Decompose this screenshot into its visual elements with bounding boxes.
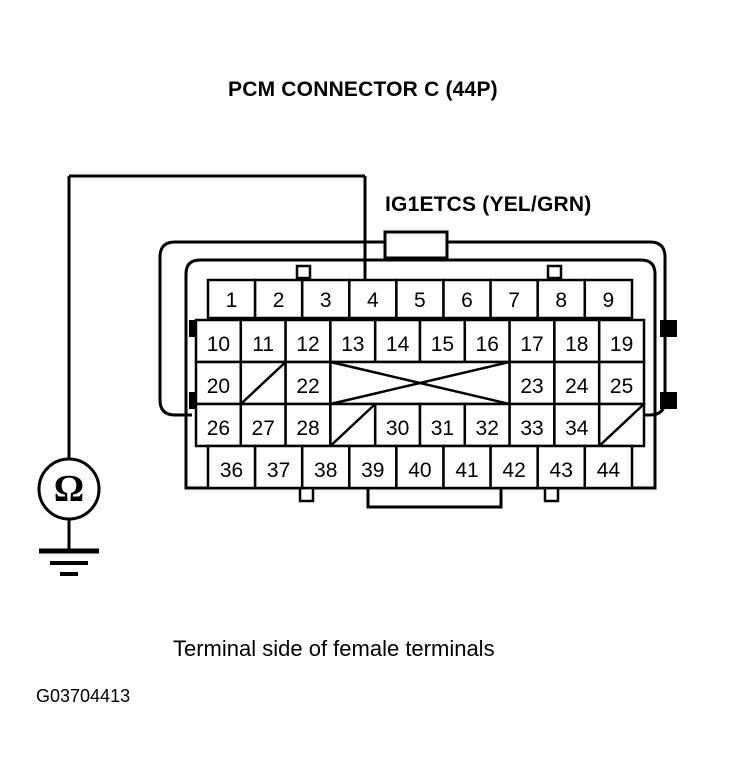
pin-label: 13 [341,333,364,356]
pin-label: 24 [565,375,589,398]
pin-label: 5 [414,289,426,312]
pin-label: 19 [610,333,633,356]
pin-label: 39 [361,459,384,482]
page-title: PCM CONNECTOR C (44P) [228,78,498,101]
blank-cell-slash [329,403,377,447]
figure-id: G03704413 [36,686,131,706]
pin-label: 33 [520,417,543,440]
pin-label: 4 [367,289,379,312]
test-lead-wire [67,174,367,460]
pin-label: 14 [386,333,410,356]
pin-label: 26 [207,417,230,440]
pin-row-4-labels: 26 27 28 30 31 32 33 34 [207,417,589,440]
pin-label: 7 [508,289,520,312]
pin-label: 42 [502,459,525,482]
pin-row-3-labels: 20 22 23 24 25 [207,375,634,398]
ohmmeter-symbol: Ω [37,457,101,551]
pin-label: 18 [565,333,588,356]
signal-label: IG1ETCS (YEL/GRN) [385,193,592,216]
pin-row-5-labels: 36 37 38 39 40 41 42 43 44 [220,459,621,482]
pin-label: 36 [220,459,243,482]
ohm-glyph: Ω [54,468,84,510]
pin-label: 15 [431,333,454,356]
pin-label: 30 [386,417,409,440]
top-keying-tabs [295,264,563,280]
bottom-keying-tabs [298,486,560,503]
pin-label: 31 [431,417,454,440]
pin-row-2-labels: 10 11 12 13 14 15 16 17 18 19 [207,333,634,356]
pin-label: 9 [603,289,615,312]
pin-label: 23 [520,375,543,398]
pin-label: 44 [597,459,621,482]
pin-label: 20 [207,375,230,398]
pin-row-1 [206,278,634,320]
pin-label: 3 [320,289,332,312]
pin-label: 17 [520,333,543,356]
blank-cell-cross [330,360,510,406]
blank-cell-slash [598,403,645,447]
pin-row-1-labels: 1 2 3 4 5 6 7 8 9 [226,289,615,312]
pin-label: 10 [207,333,230,356]
top-latch-tab [383,230,449,260]
pin-label: 16 [476,333,499,356]
pin-label: 2 [273,289,285,312]
pin-row-2 [194,318,646,364]
pin-label: 25 [610,375,633,398]
pin-label: 11 [252,333,274,356]
pin-label: 43 [550,459,573,482]
bottom-center-tab [366,486,503,509]
pin-row-4-blank-marks [329,403,645,447]
pin-label: 41 [455,459,478,482]
pin-label: 1 [226,289,238,312]
blank-cell-slash [239,361,287,405]
pin-label: 37 [267,459,290,482]
caption: Terminal side of female terminals [173,636,495,661]
pin-label: 28 [296,417,319,440]
pin-label: 12 [296,333,319,356]
pin-label: 22 [296,375,319,398]
pin-row-5 [206,444,634,490]
pin-label: 34 [565,417,589,440]
pin-label: 32 [476,417,499,440]
pin-label: 40 [408,459,431,482]
ground-symbol [39,548,99,576]
pin-label: 27 [252,417,275,440]
connector-inner-housing [184,258,657,490]
pin-label: 6 [461,289,473,312]
pin-label: 8 [555,289,567,312]
pin-row-3-blank-marks [239,360,510,406]
pin-label: 38 [314,459,337,482]
